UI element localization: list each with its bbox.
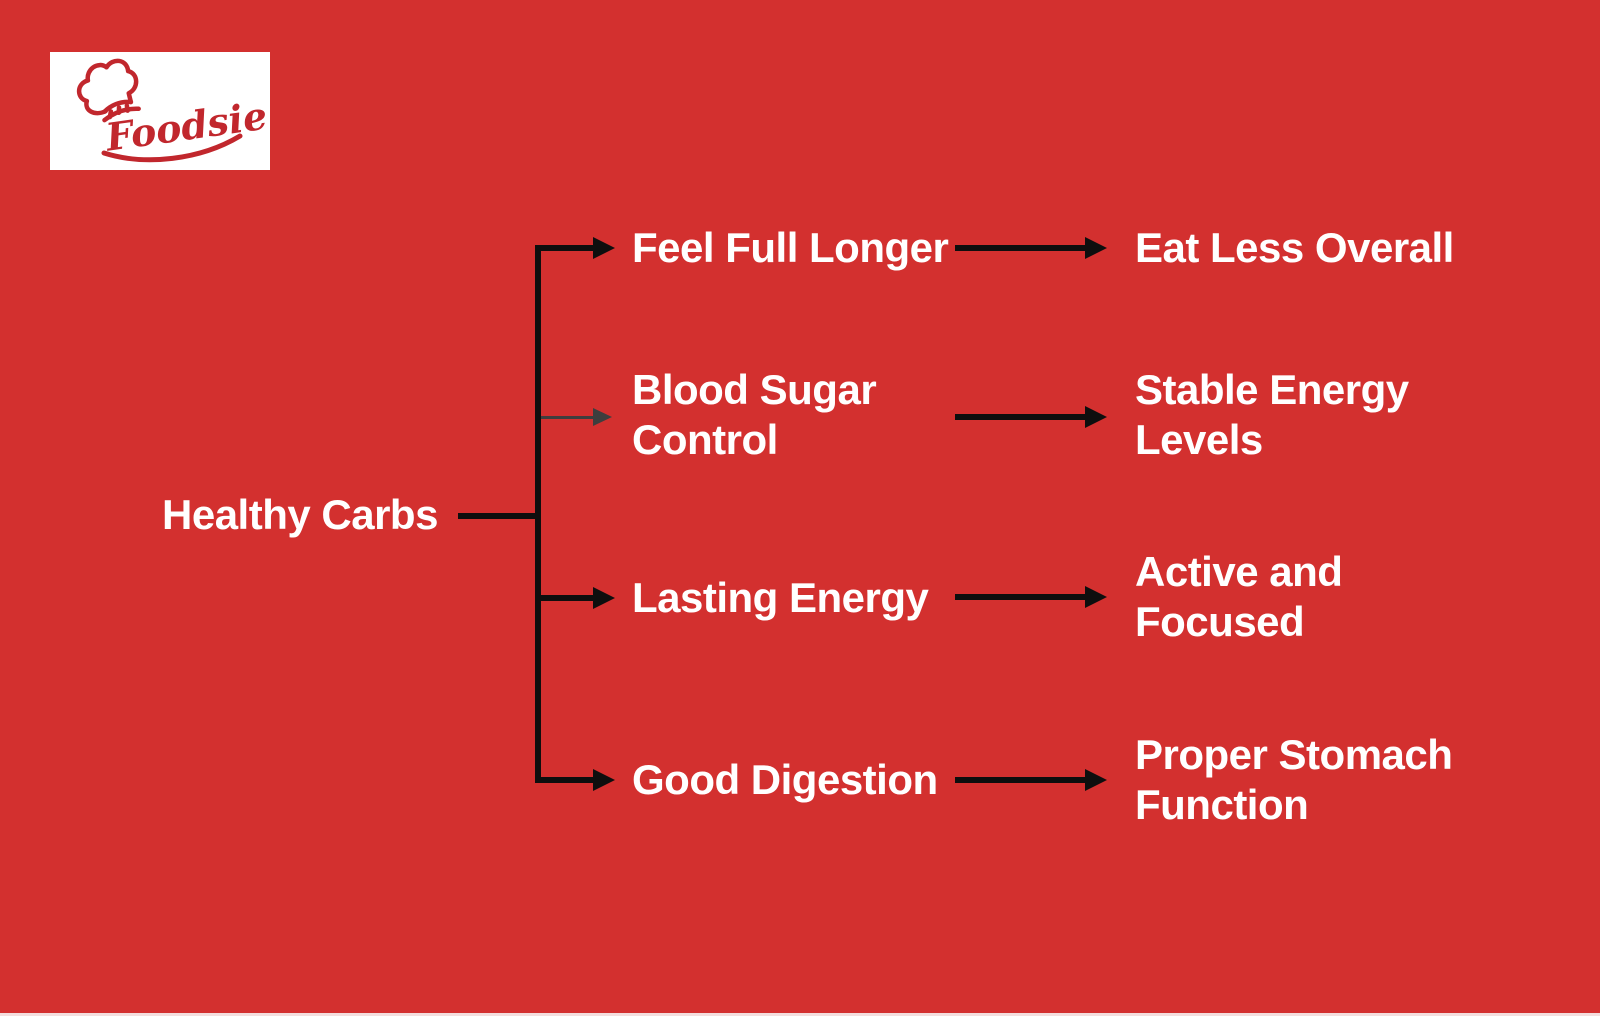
outcome-2-label: Stable Energy Levels: [1135, 365, 1409, 465]
outcome-1-label-line: Eat Less Overall: [1135, 224, 1454, 271]
branch-3-arrow-line: [535, 595, 593, 601]
branch-2-label-line: Blood Sugar: [632, 366, 877, 413]
branch-2-arrowhead-icon: [593, 408, 612, 426]
outcome-4-label-line: Function: [1135, 781, 1309, 828]
branch-3-label: Lasting Energy: [632, 573, 929, 623]
outcome-1-arrow-line: [955, 245, 1085, 251]
outcome-4-label: Proper Stomach Function: [1135, 730, 1453, 830]
logo-underline: [101, 133, 243, 163]
outcome-3-arrow-line: [955, 594, 1085, 600]
branch-4-label-line: Good Digestion: [632, 756, 938, 803]
outcome-3-arrowhead-icon: [1085, 586, 1107, 608]
branch-1-label: Feel Full Longer: [632, 223, 949, 273]
outcome-1-arrowhead-icon: [1085, 237, 1107, 259]
slide-bottom-edge: [0, 1013, 1600, 1016]
outcome-1-label: Eat Less Overall: [1135, 223, 1454, 273]
branch-3-label-line: Lasting Energy: [632, 574, 929, 621]
branch-2-label: Blood Sugar Control: [632, 365, 877, 465]
outcome-3-label: Active and Focused: [1135, 547, 1343, 647]
root-node-healthy-carbs: Healthy Carbs: [162, 490, 438, 540]
outcome-4-arrow-line: [955, 777, 1085, 783]
root-node-label: Healthy Carbs: [162, 491, 438, 538]
branch-4-label: Good Digestion: [632, 755, 938, 805]
outcome-3-label-line: Active and: [1135, 548, 1343, 595]
spine-line: [535, 245, 541, 783]
branch-1-arrowhead-icon: [593, 237, 615, 259]
branch-2-label-line: Control: [632, 416, 778, 463]
branch-1-arrow-line: [535, 245, 593, 251]
branch-1-label-line: Feel Full Longer: [632, 224, 949, 271]
outcome-4-label-line: Proper Stomach: [1135, 731, 1453, 778]
logo-graphic: Foodsie: [76, 58, 270, 163]
branch-4-arrow-line: [535, 777, 593, 783]
branch-2-arrow-line: [541, 416, 593, 419]
root-connector-line: [458, 513, 535, 519]
outcome-2-label-line: Levels: [1135, 416, 1263, 463]
chef-hat-icon: [76, 58, 141, 123]
outcome-2-arrow-line: [955, 414, 1085, 420]
outcome-4-arrowhead-icon: [1085, 769, 1107, 791]
brand-logo: Foodsie: [50, 52, 270, 170]
branch-4-arrowhead-icon: [593, 769, 615, 791]
outcome-3-label-line: Focused: [1135, 598, 1305, 645]
outcome-2-label-line: Stable Energy: [1135, 366, 1409, 413]
outcome-2-arrowhead-icon: [1085, 406, 1107, 428]
branch-3-arrowhead-icon: [593, 587, 615, 609]
